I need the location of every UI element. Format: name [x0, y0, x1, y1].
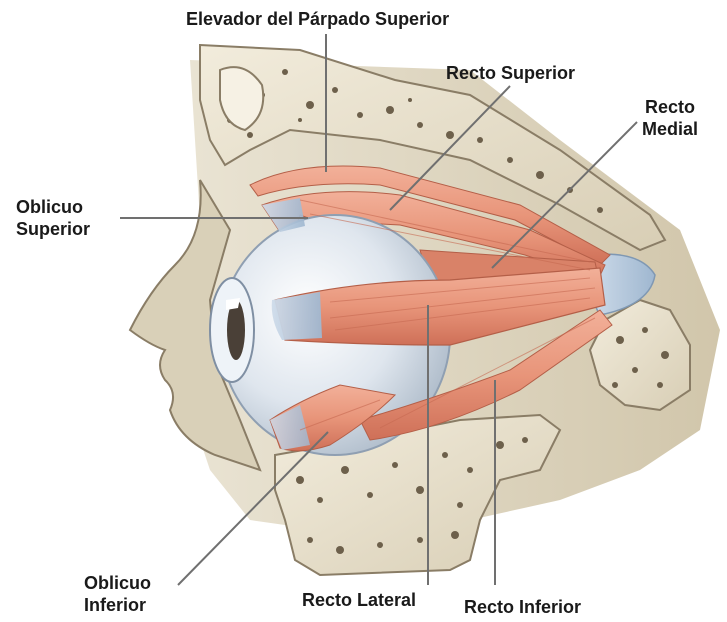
- label-oblicuo-inferior-line1: Oblicuo: [84, 572, 151, 594]
- label-levator-text: Elevador del Párpado Superior: [186, 8, 449, 30]
- label-oblicuo-inferior: Oblicuo Inferior: [84, 572, 151, 616]
- label-levator: Elevador del Párpado Superior: [186, 8, 449, 30]
- label-recto-medial: Recto Medial: [642, 96, 698, 140]
- label-recto-medial-line1: Recto: [642, 96, 698, 118]
- label-recto-superior-text: Recto Superior: [446, 62, 575, 84]
- label-recto-inferior: Recto Inferior: [464, 596, 581, 618]
- label-oblicuo-superior: Oblicuo Superior: [16, 196, 90, 240]
- label-oblicuo-inferior-line2: Inferior: [84, 594, 151, 616]
- label-recto-medial-line2: Medial: [642, 118, 698, 140]
- label-recto-lateral: Recto Lateral: [302, 589, 416, 611]
- label-recto-superior: Recto Superior: [446, 62, 575, 84]
- label-oblicuo-superior-line1: Oblicuo: [16, 196, 90, 218]
- label-oblicuo-superior-line2: Superior: [16, 218, 90, 240]
- label-recto-lateral-text: Recto Lateral: [302, 589, 416, 611]
- lateral-rectus-tendon: [272, 292, 322, 340]
- label-recto-inferior-text: Recto Inferior: [464, 596, 581, 618]
